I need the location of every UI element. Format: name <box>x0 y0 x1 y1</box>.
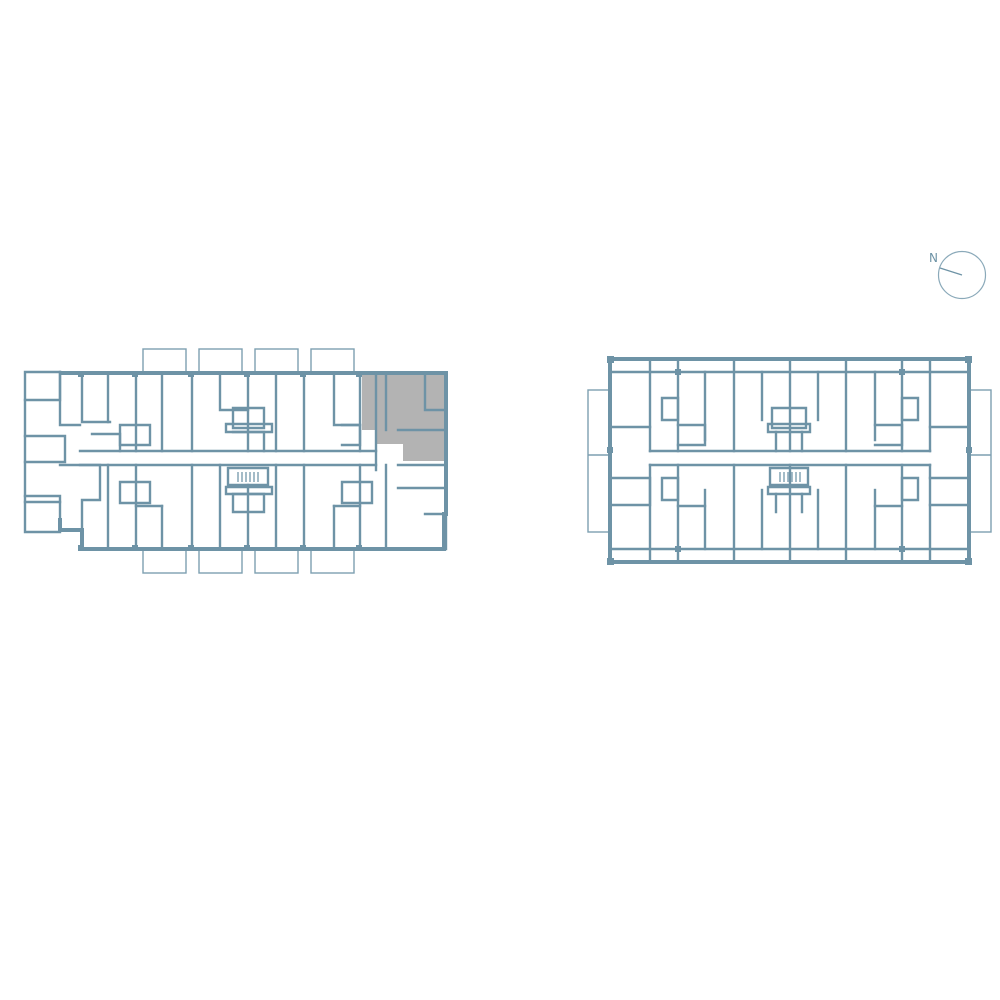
compass-needle <box>939 267 963 276</box>
balconies-bottom-left <box>142 549 355 574</box>
bottom-units-right <box>608 463 971 564</box>
top-units-left <box>80 371 448 472</box>
stair-right <box>779 472 801 482</box>
selected-apartment[interactable] <box>362 373 446 461</box>
building-right <box>587 356 992 565</box>
building-left <box>23 348 448 574</box>
north-compass: N <box>929 250 987 300</box>
compass-north-label: N <box>929 251 938 265</box>
pillars-left <box>78 371 362 551</box>
bottom-units-left <box>58 463 448 551</box>
balconies-top-left <box>142 348 355 373</box>
corridor-right-building <box>648 449 932 467</box>
pillars-right <box>607 356 972 565</box>
stair-left <box>237 472 259 482</box>
corridor-left-building <box>78 449 378 467</box>
compass-ring <box>937 250 987 300</box>
